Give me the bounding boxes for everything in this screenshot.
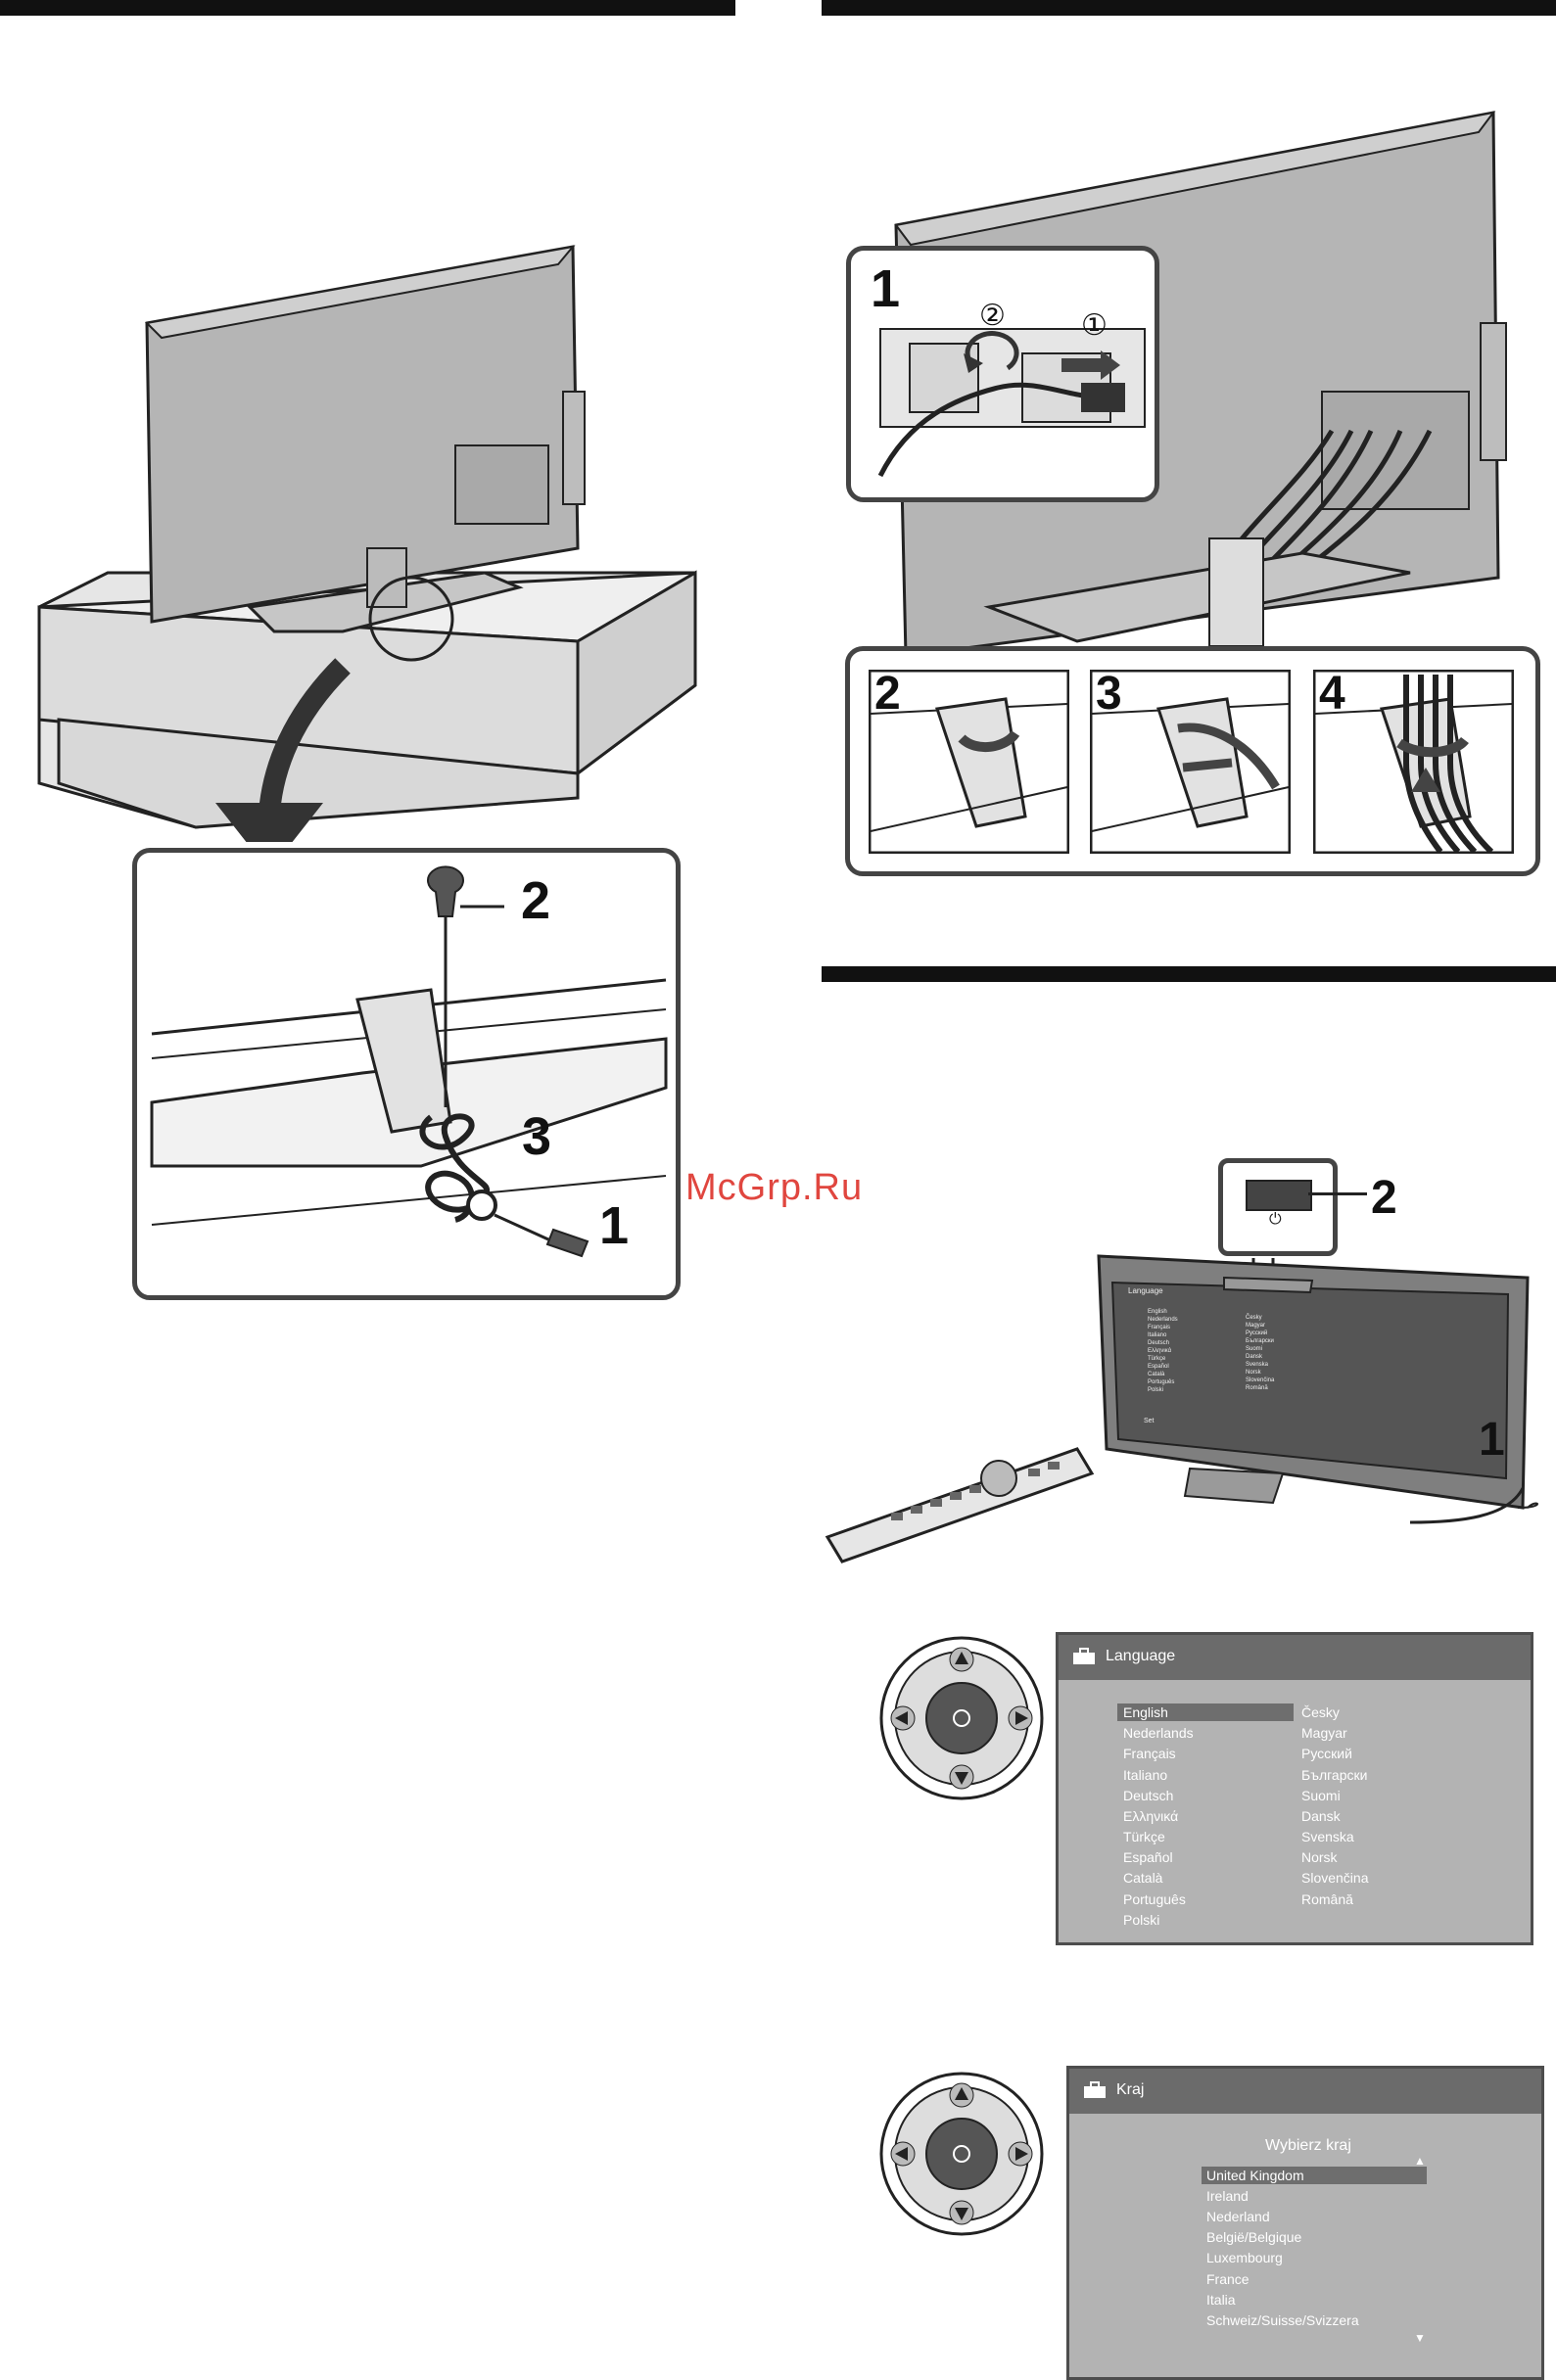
language-option[interactable]: Български [1301, 1767, 1368, 1783]
language-option[interactable]: Català [1123, 1870, 1163, 1886]
scroll-up-indicator: ▲ [1414, 2154, 1426, 2168]
country-menu: Kraj Wybierz kraj ▲ United Kingdom Irela… [1066, 2066, 1544, 2380]
language-option[interactable]: Română [1301, 1891, 1353, 1907]
remote-dpad-language [879, 1636, 1044, 1800]
language-option[interactable]: Polski [1123, 1912, 1160, 1928]
scroll-down-indicator: ▼ [1414, 2331, 1426, 2345]
language-selection-highlight [1117, 1703, 1294, 1721]
power-icon: ⏻ [1269, 1211, 1282, 1228]
language-option[interactable]: Norsk [1301, 1849, 1338, 1865]
callout-1-step: 1 [871, 259, 901, 318]
language-option[interactable]: Svenska [1301, 1829, 1354, 1844]
cable-step3-illustration [1090, 670, 1291, 854]
toolbox-icon [1073, 1648, 1095, 1664]
country-option[interactable]: Italia [1206, 2292, 1236, 2308]
country-option[interactable]: United Kingdom [1206, 2168, 1304, 2183]
language-option[interactable]: Suomi [1301, 1788, 1341, 1803]
country-option[interactable]: Schweiz/Suisse/Svizzera [1206, 2312, 1359, 2328]
language-option[interactable]: Türkçe [1123, 1829, 1165, 1844]
cable-step2-illustration [869, 670, 1069, 854]
sub-callout-2: ② [979, 300, 1006, 332]
language-option[interactable]: English [1123, 1704, 1168, 1720]
tv-front-remote-illustration [825, 1254, 1538, 1563]
toolbox-icon [1084, 2081, 1106, 2098]
language-option[interactable]: Italiano [1123, 1767, 1168, 1783]
cable-step1-illustration [877, 328, 1146, 478]
language-option[interactable]: Nederlands [1123, 1725, 1194, 1741]
language-menu: Language English Nederlands Français Ita… [1056, 1632, 1533, 1945]
power-button [1246, 1180, 1312, 1211]
language-option[interactable]: Slovenčina [1301, 1870, 1369, 1886]
language-option[interactable]: Español [1123, 1849, 1173, 1865]
tv-stand-illustration [37, 245, 697, 842]
remote-dpad-country [879, 2072, 1044, 2236]
mini-menu-title: Language [1128, 1286, 1163, 1295]
language-option[interactable]: Deutsch [1123, 1788, 1174, 1803]
mini-menu-footer: Set [1144, 1418, 1155, 1424]
callout-1-power-cord: 1 [1479, 1414, 1505, 1466]
callout-1-wood-screw: 1 [599, 1196, 630, 1255]
language-menu-title: Language [1106, 1648, 1176, 1664]
country-menu-subtitle: Wybierz kraj [1265, 2137, 1351, 2154]
callout-2-step: 2 [874, 668, 901, 720]
language-menu-header [1059, 1635, 1531, 1680]
sub-callout-1: ① [1081, 309, 1108, 342]
callout-2-screw: 2 [521, 871, 551, 930]
watermark-text: McGrp.Ru [685, 1167, 864, 1208]
country-option[interactable]: België/Belgique [1206, 2229, 1302, 2245]
language-option[interactable]: Magyar [1301, 1725, 1347, 1741]
section-bar-middle [822, 966, 1556, 982]
power-leader-line [1308, 1192, 1367, 1195]
language-option[interactable]: Français [1123, 1746, 1176, 1761]
country-option[interactable]: Nederland [1206, 2209, 1270, 2224]
cable-step4-illustration [1313, 670, 1514, 854]
callout-3-cord: 3 [522, 1107, 552, 1166]
callout-2-power: 2 [1371, 1172, 1397, 1224]
country-menu-title: Kraj [1116, 2081, 1145, 2098]
section-bar-right [822, 0, 1556, 16]
language-option[interactable]: Dansk [1301, 1808, 1341, 1824]
country-option[interactable]: Luxembourg [1206, 2250, 1283, 2265]
country-option[interactable]: France [1206, 2271, 1250, 2287]
securing-detail-illustration [150, 865, 668, 1258]
language-option[interactable]: Português [1123, 1891, 1186, 1907]
callout-3-step: 3 [1096, 668, 1122, 720]
language-option[interactable]: Ελληνικά [1123, 1808, 1179, 1824]
callout-4-step: 4 [1319, 668, 1345, 720]
country-option[interactable]: Ireland [1206, 2188, 1249, 2204]
section-bar-left [0, 0, 735, 16]
language-option[interactable]: Česky [1301, 1704, 1340, 1720]
country-menu-header [1069, 2069, 1541, 2114]
country-selection-highlight [1202, 2167, 1427, 2184]
language-option[interactable]: Русский [1301, 1746, 1352, 1761]
